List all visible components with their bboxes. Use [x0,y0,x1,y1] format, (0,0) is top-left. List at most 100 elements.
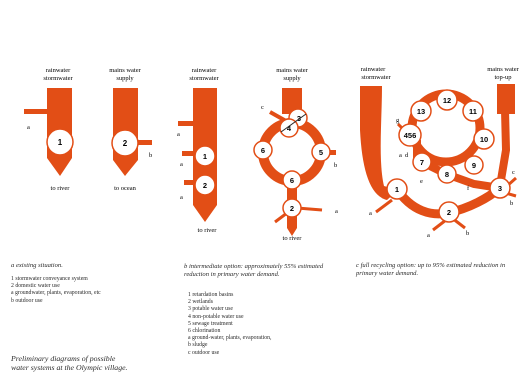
node-c-13 [410,100,432,122]
node-b-2-label: 2 [203,181,207,190]
legend-b-item: 2 wetlands [188,299,213,306]
node-c-1 [386,178,408,200]
legend-a-item: a groundwater, plants, evaporation, etc [11,290,101,297]
label-a-rainwater: rainwater [46,67,71,74]
outlet-b-river-bottom: to river [283,235,303,242]
label-c-rainwater: rainwater [361,66,386,73]
caption-c-letter: c [356,262,359,269]
flow-b-branch-a3 [184,180,194,185]
label-b-rainwater: rainwater [192,67,217,74]
outlet-a-ocean: to ocean [114,185,137,192]
legend-a: 1 stormwater conveyance system 2 domesti… [11,276,101,305]
node-a-1 [46,128,74,156]
label-b-stormwater: stormwater [189,75,219,82]
footnote-line-2: water systems at the Olympic village. [11,363,128,373]
flow-c-branch-a2 [432,218,447,232]
diagram-a-existing: rainwater stormwater mains water supply … [24,67,152,192]
label-b-mains-water: mains water [276,67,308,74]
figure-footnote: Preliminary diagrams of possible water s… [11,354,128,372]
node-b-5-label: 5 [319,148,323,157]
branch-a-b: b [149,152,152,159]
caption-b-title: intermediate option: approximately 55% e… [184,263,324,278]
node-c-10 [473,128,495,150]
flow-c-stormwater [360,86,398,200]
branch-b-c: c [261,104,264,111]
caption-a-title: existing situation. [15,262,63,269]
node-b-6-bottom-label: 6 [290,176,294,185]
caption-b-letter: b [184,263,188,270]
legend-b: 1 retardation basins 2 wetlands 3 potabl… [188,292,271,357]
node-b-2-bottom [282,198,302,218]
caption-b: b intermediate option: approximately 55%… [184,263,344,279]
flow-c-mains-inlet [497,84,515,114]
legend-a-item: 1 stormwater conveyance system [11,276,88,282]
node-b-2 [194,174,216,196]
label-b-supply: supply [283,75,301,82]
node-c-456-label: 456 [404,131,417,140]
flow-a-branch-b [138,140,152,145]
branch-c-a3: a [399,152,402,159]
legend-b-item: 1 retardation basins [188,292,234,298]
caption-a: a existing situation. [11,262,161,270]
branch-c-d: d [405,152,409,159]
flow-b-branch-c [269,110,287,123]
legend-b-item: b sludge [188,342,208,349]
node-c-456 [398,123,422,147]
node-c-11-label: 11 [469,107,477,116]
outlet-b-river-left: to river [198,227,218,234]
node-b-6-bottom [282,170,302,190]
flow-b-mains-inlet [282,88,302,114]
legend-a-item: 2 domestic water use [11,283,60,290]
divider-b-3-4 [280,113,307,133]
branch-c-b2: b [510,200,513,207]
diagram-b-intermediate: rainwater stormwater mains water supply … [177,67,338,242]
label-c-mains-water: mains water [487,66,519,73]
label-a-mains-water: mains water [109,67,141,74]
node-c-7 [412,152,432,172]
node-b-1-label: 1 [203,152,207,161]
node-b-6-left [253,140,273,160]
branch-b-a3: a [180,194,183,201]
branch-b-a1: a [177,131,180,138]
node-b-6-left-label: 6 [261,146,265,155]
node-c-12-label: 12 [443,96,451,105]
node-c-10-label: 10 [480,135,488,144]
node-c-8 [437,164,457,184]
node-b-1 [194,145,216,167]
branch-b-b: b [334,162,337,169]
label-a-stormwater: stormwater [43,75,73,82]
footnote-line-1: Preliminary diagrams of possible [11,354,116,363]
legend-b-item: 5 sewage treatment [188,320,233,327]
branch-a-a: a [27,124,30,131]
node-c-12 [436,89,458,111]
legend-a-item: b outdoor use [11,297,43,304]
flow-c-inner-link [420,158,501,192]
label-a-supply: supply [116,75,134,82]
label-c-stormwater: stormwater [361,74,391,81]
node-b-2-bottom-label: 2 [290,204,294,213]
caption-c-title: full recycling option: up to 95% estimat… [356,262,506,277]
node-a-1-label: 1 [58,138,63,147]
node-c-2-label: 2 [447,208,451,217]
node-c-3 [489,177,511,199]
node-a-2-label: 2 [123,139,128,148]
branch-c-c: c [512,169,515,176]
label-c-top-up: top-up [495,74,512,81]
node-c-13-label: 13 [417,107,425,116]
node-c-7-label: 7 [420,158,424,167]
node-b-4-label: 4 [287,124,292,133]
outlet-a-river: to river [51,185,71,192]
legend-b-item: a ground-water, plants, evaporation, [188,335,272,342]
node-c-2 [438,201,460,223]
flow-c-456-to-7 [413,140,421,162]
node-c-3-label: 3 [498,184,502,193]
flow-c-branch-a1 [375,198,393,214]
legend-b-item: 4 non-potable water use [188,313,244,320]
branch-c-f: f [467,185,470,192]
node-a-2 [111,129,139,157]
node-c-1-label: 1 [395,185,399,194]
branch-c-b1: b [466,230,469,237]
branch-c-a2: a [427,232,430,239]
